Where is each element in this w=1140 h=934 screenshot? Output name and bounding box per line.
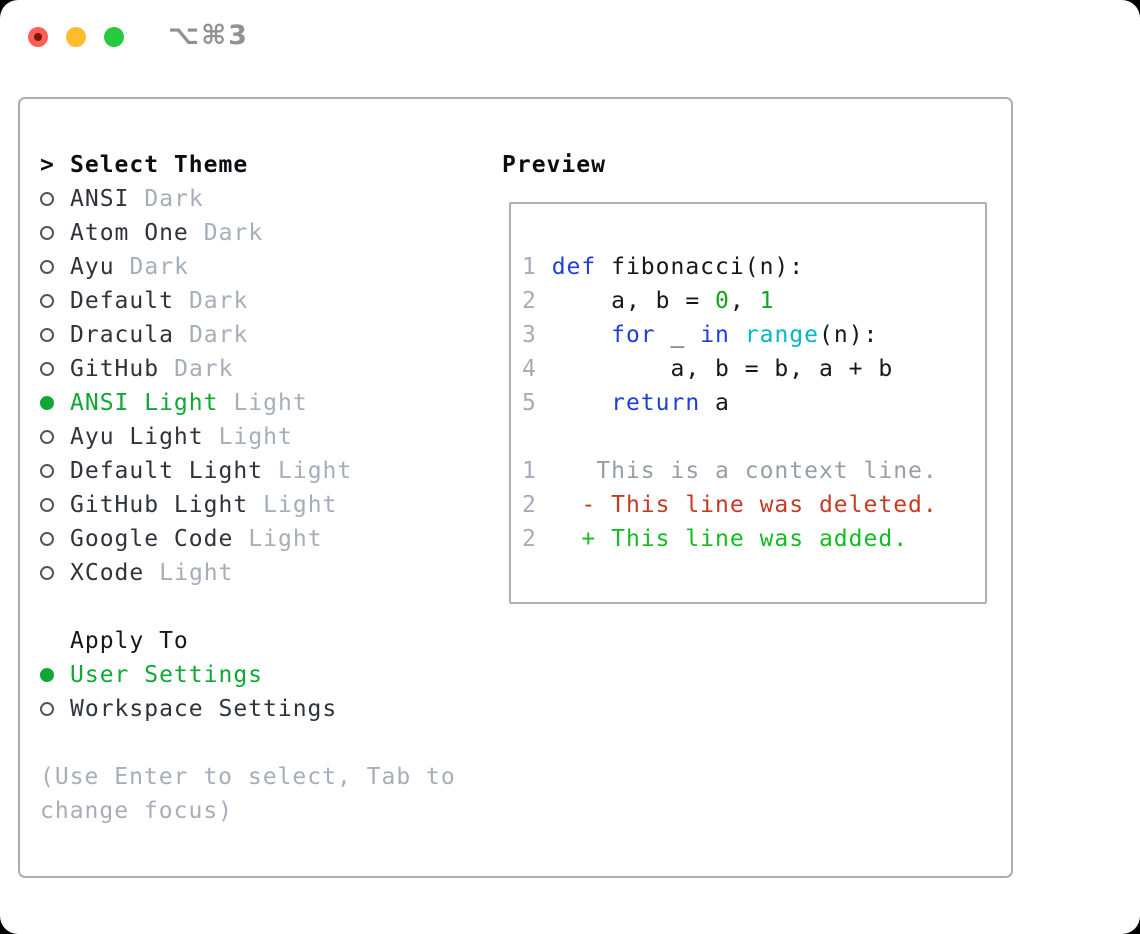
radio-icon [40, 702, 54, 716]
theme-option-label: Ayu Light [70, 424, 204, 450]
theme-option-label: Default Light [70, 458, 264, 484]
apply-option-label: User Settings [70, 662, 264, 688]
hint-line-2: change focus) [40, 798, 234, 824]
code-line: 5 return a [522, 390, 730, 416]
theme-variant-tag: Light [159, 560, 234, 586]
theme-option-default-light[interactable]: Default Light Light [40, 454, 456, 488]
theme-option-xcode[interactable]: XCode Light [40, 556, 456, 590]
apply-option-user-settings[interactable]: User Settings [40, 658, 456, 692]
radio-selected-icon [40, 396, 54, 410]
theme-option-label: Atom One [70, 220, 189, 246]
theme-variant-tag: Dark [174, 356, 234, 382]
theme-variant-tag: Dark [203, 220, 264, 246]
prompt-icon: > [40, 152, 55, 178]
theme-option-github[interactable]: GitHub Dark [40, 352, 456, 386]
preview-pane: 1 def fibonacci(n): 2 a, b = 0, 1 3 for _ … [509, 202, 987, 604]
theme-variant-tag: Dark [129, 254, 189, 280]
radio-icon [40, 430, 54, 444]
theme-option-label: XCode [70, 560, 145, 586]
theme-option-default[interactable]: Default Dark [40, 284, 456, 318]
code-line: 2 - This line was deleted. [522, 492, 938, 518]
minimize-button[interactable] [66, 27, 86, 47]
theme-option-ayu-light[interactable]: Ayu Light Light [40, 420, 456, 454]
theme-option-ansi[interactable]: ANSI Dark [40, 182, 456, 216]
close-button[interactable] [28, 27, 48, 47]
theme-option-ayu[interactable]: Ayu Dark [40, 250, 456, 284]
theme-option-label: ANSI Light [70, 390, 219, 416]
theme-variant-tag: Light [263, 492, 338, 518]
theme-option-google-code[interactable]: Google Code Light [40, 522, 456, 556]
radio-icon [40, 226, 54, 240]
preview-title: Preview [502, 152, 606, 178]
theme-variant-tag: Light [248, 526, 323, 552]
theme-option-label: ANSI [70, 186, 130, 212]
select-theme-header: > Select Theme [40, 148, 456, 182]
code-preview: 1 def fibonacci(n): 2 a, b = 0, 1 3 for _ … [511, 204, 985, 556]
theme-option-label: Default [70, 288, 174, 314]
radio-icon [40, 192, 54, 206]
apply-to-label: Apply To [70, 628, 189, 654]
code-line [522, 420, 979, 454]
titlebar [28, 27, 124, 47]
theme-option-ansi-light[interactable]: ANSI Light Light [40, 386, 456, 420]
apply-option-label: Workspace Settings [70, 696, 338, 722]
apply-to-header: Apply To [40, 624, 456, 658]
radio-icon [40, 498, 54, 512]
code-line: 2 + This line was added. [522, 526, 909, 552]
theme-variant-tag: Dark [144, 186, 204, 212]
theme-variant-tag: Light [218, 424, 293, 450]
theme-option-atom-one[interactable]: Atom One Dark [40, 216, 456, 250]
select-theme-label: Select Theme [70, 152, 249, 178]
radio-selected-icon [40, 668, 54, 682]
theme-option-label: GitHub Light [70, 492, 249, 518]
radio-icon [40, 328, 54, 342]
zoom-button[interactable] [104, 27, 124, 47]
radio-icon [40, 362, 54, 376]
code-line: 1 def fibonacci(n): [522, 254, 805, 280]
theme-option-github-light[interactable]: GitHub Light Light [40, 488, 456, 522]
theme-variant-tag: Dark [188, 288, 249, 314]
code-line: 2 a, b = 0, 1 [522, 288, 775, 314]
theme-variant-tag: Dark [188, 322, 249, 348]
theme-variant-tag: Light [278, 458, 353, 484]
theme-option-label: GitHub [70, 356, 160, 382]
code-line: 4 a, b = b, a + b [522, 356, 894, 382]
theme-option-dracula[interactable]: Dracula Dark [40, 318, 456, 352]
code-line: 3 for _ in range(n): [522, 322, 879, 348]
radio-icon [40, 294, 54, 308]
radio-icon [40, 532, 54, 546]
apply-option-workspace-settings[interactable]: Workspace Settings [40, 692, 456, 726]
code-line: 1 This is a context line. [522, 458, 938, 484]
window-shortcut: ⌥⌘3 [168, 20, 249, 51]
spacer-row [40, 726, 456, 760]
theme-variant-tag: Light [233, 390, 308, 416]
hint-line-1: (Use Enter to select, Tab to [40, 764, 456, 790]
theme-option-label: Google Code [70, 526, 234, 552]
theme-option-label: Dracula [70, 322, 174, 348]
theme-option-label: Ayu [70, 254, 115, 280]
spacer-row [40, 590, 456, 624]
radio-icon [40, 464, 54, 478]
radio-icon [40, 260, 54, 274]
radio-icon [40, 566, 54, 580]
